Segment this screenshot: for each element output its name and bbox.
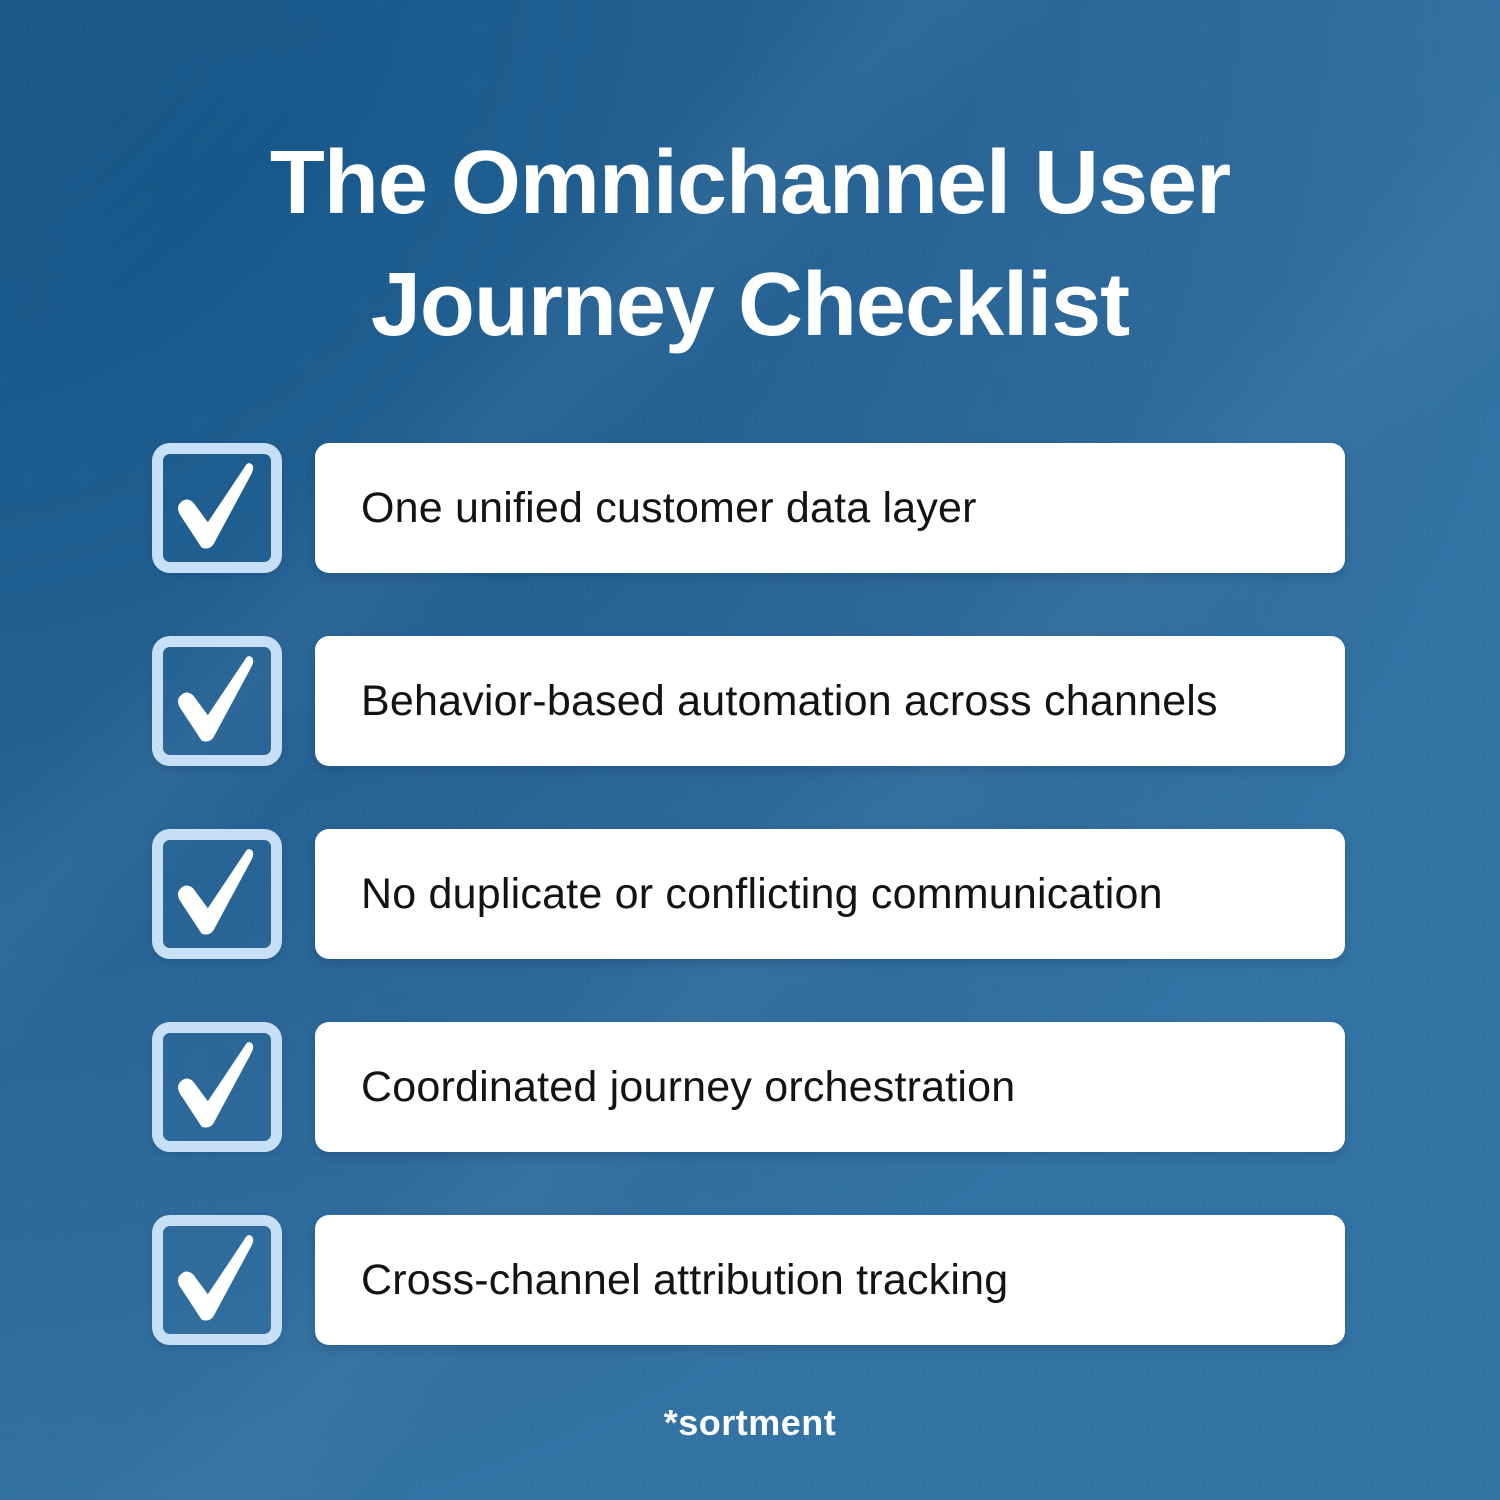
- brand-wordmark: *sortment: [663, 1402, 837, 1443]
- checklist-card: Coordinated journey orchestration: [315, 1022, 1345, 1152]
- checkmark-icon: [177, 463, 254, 549]
- checklist-item-label: Coordinated journey orchestration: [361, 1062, 1016, 1111]
- checklist-row: No duplicate or conflicting communicatio…: [152, 829, 1345, 959]
- checklist: One unified customer data layer Behavior…: [152, 443, 1345, 1345]
- checklist-card: Behavior-based automation across channel…: [315, 636, 1345, 766]
- checkbox-checked[interactable]: [152, 1215, 282, 1345]
- checklist-row: Behavior-based automation across channel…: [152, 636, 1345, 766]
- checkmark-icon: [177, 849, 254, 935]
- checklist-row: Cross-channel attribution tracking: [152, 1215, 1345, 1345]
- page-title: The Omnichannel User Journey Checklist: [0, 122, 1500, 367]
- checklist-item-label: Cross-channel attribution tracking: [361, 1255, 1009, 1304]
- checkbox-checked[interactable]: [152, 443, 282, 573]
- checklist-card: No duplicate or conflicting communicatio…: [315, 829, 1345, 959]
- checklist-item-label: One unified customer data layer: [361, 483, 977, 532]
- checklist-item-label: Behavior-based automation across channel…: [361, 676, 1218, 725]
- checkmark-icon: [177, 1235, 254, 1321]
- checklist-row: One unified customer data layer: [152, 443, 1345, 573]
- checkbox-checked[interactable]: [152, 1022, 282, 1152]
- checklist-card: Cross-channel attribution tracking: [315, 1215, 1345, 1345]
- checklist-item-label: No duplicate or conflicting communicatio…: [361, 869, 1163, 918]
- checklist-row: Coordinated journey orchestration: [152, 1022, 1345, 1152]
- checkbox-checked[interactable]: [152, 636, 282, 766]
- checklist-card: One unified customer data layer: [315, 443, 1345, 573]
- checkmark-icon: [177, 1042, 254, 1128]
- title-line-2: Journey Checklist: [370, 255, 1130, 356]
- checkmark-icon: [177, 656, 254, 742]
- checkbox-checked[interactable]: [152, 829, 282, 959]
- title-line-1: The Omnichannel User: [269, 133, 1231, 233]
